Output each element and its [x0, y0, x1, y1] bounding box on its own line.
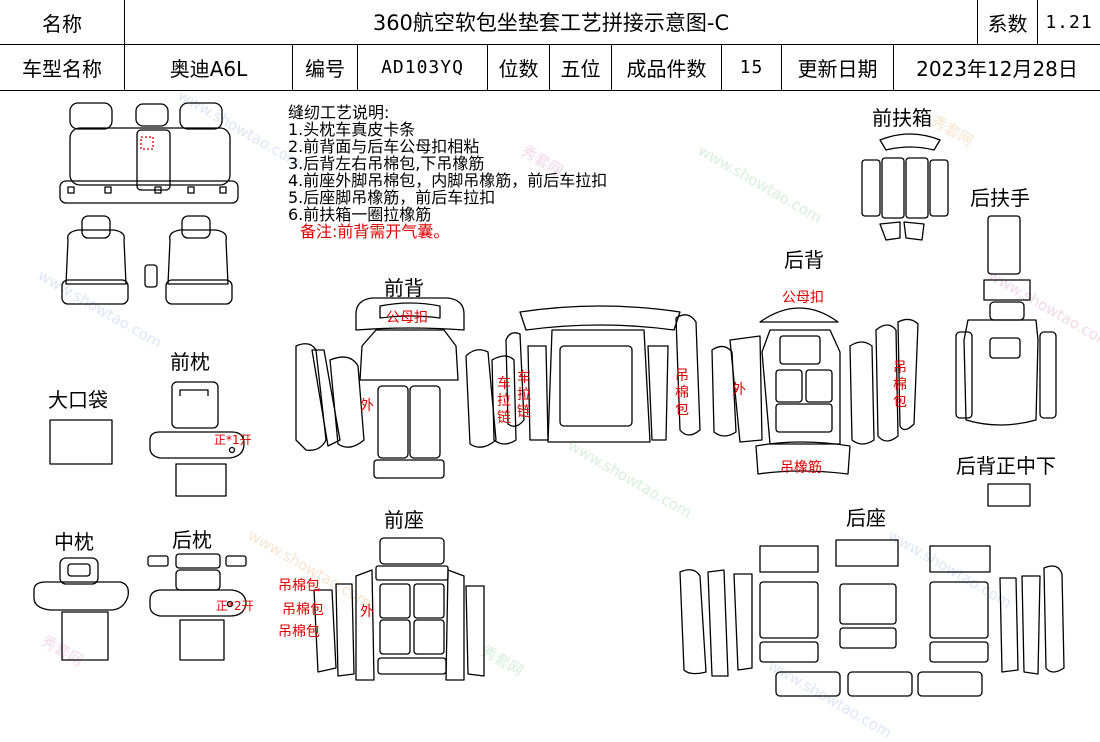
- annotation-front-open-1: 正*1开: [214, 433, 252, 447]
- note-item-3: 3.后背左右吊棉包,下吊橡筋: [288, 154, 485, 173]
- code-label: 编号: [293, 45, 358, 90]
- front-back-pieces: [295, 297, 525, 479]
- annotation-zipper: 链: [517, 404, 531, 420]
- annotation-cotton: 棉: [893, 377, 907, 393]
- note-item-2: 2.前背面与后车公母扣相粘: [288, 137, 480, 156]
- label-rear-back: 后背: [784, 248, 824, 272]
- coef-label: 系数: [978, 0, 1038, 45]
- annotation-zipper: 链: [497, 410, 511, 426]
- front-seats-assembly: [61, 215, 233, 305]
- annotation-sew: 车: [497, 376, 511, 392]
- annotation-hang-cotton-pack: 吊棉包: [278, 578, 320, 594]
- label-rear-seat: 后座: [846, 506, 886, 530]
- rear-back-center-bottom-piece: [987, 483, 1031, 507]
- pattern-canvas: [33, 102, 1065, 697]
- label-front-seat: 前座: [384, 508, 424, 532]
- seats-value: 五位: [550, 45, 612, 90]
- annotation-outer: 外: [732, 382, 746, 398]
- label-front-back: 前背: [384, 276, 424, 300]
- diagram-title: 360航空软包坐垫套工艺拼接示意图-C: [125, 0, 978, 45]
- annotation-pack: 包: [675, 402, 689, 418]
- airbag-remark: 备注:前背需开气囊。: [300, 222, 450, 241]
- model-value: 奥迪A6L: [125, 45, 293, 90]
- annotation-sew: 车: [517, 370, 531, 386]
- rear-pillow-pieces: [147, 553, 247, 661]
- sewing-notes: 缝纫工艺说明: 1.头枕车真皮卡条 2.前背面与后车公母扣相粘 3.后背左右吊棉…: [288, 104, 607, 240]
- label-rear-pillow: 后枕: [172, 528, 212, 552]
- date-label: 更新日期: [782, 45, 894, 90]
- label-rear-armrest: 后扶手: [970, 186, 1030, 210]
- annotation-hang: 吊: [893, 360, 907, 376]
- rear-back-pieces: [675, 307, 919, 475]
- label-front-armrest-box: 前扶箱: [872, 106, 932, 130]
- pieces-value: 15: [722, 45, 782, 90]
- pieces-label: 成品件数: [612, 45, 722, 90]
- annotation-hang-cotton-pack: 吊棉包: [282, 602, 324, 618]
- note-item-1: 1.头枕车真皮卡条: [288, 120, 416, 139]
- note-item-4: 4.前座外脚吊棉包，内脚吊橡筋，前后车拉扣: [288, 171, 608, 190]
- notes-heading: 缝纫工艺说明:: [288, 103, 390, 122]
- label-front-pillow: 前枕: [170, 350, 210, 374]
- code-value: AD103YQ: [358, 45, 488, 90]
- annotation-hang-cotton-vertical-left: 吊 棉 包: [674, 368, 690, 419]
- model-label: 车型名称: [0, 45, 125, 90]
- seats-label: 位数: [488, 45, 550, 90]
- annotation-pull: 拉: [517, 387, 531, 403]
- rear-armrest-pieces: [955, 215, 1057, 426]
- front-pillow-pieces: [149, 381, 245, 497]
- annotation-front-open-2: 正*2开: [216, 599, 254, 613]
- rear-seat-pieces: [679, 539, 1065, 697]
- label-rear-back-center-bottom: 后背正中下: [956, 454, 1056, 478]
- annotation-outer: 外: [360, 398, 374, 414]
- annotation-pack: 包: [893, 394, 907, 410]
- front-seat-pieces: [313, 537, 485, 681]
- note-item-6: 6.前扶箱一圈拉橡筋: [288, 205, 432, 224]
- middle-pillow-pieces: [33, 557, 129, 661]
- annotation-snap-fastener: 公母扣: [782, 290, 824, 306]
- annotation-hang-cotton-vertical-right: 吊 棉 包: [892, 360, 908, 411]
- center-back-pieces: [519, 305, 681, 443]
- label-middle-pillow: 中枕: [54, 530, 94, 554]
- annotation-outer: 外: [360, 604, 374, 620]
- note-item-5: 5.后座脚吊橡筋，前后车拉扣: [288, 188, 496, 207]
- annotation-pull: 拉: [497, 393, 511, 409]
- annotation-cotton: 棉: [675, 385, 689, 401]
- annotation-hang: 吊: [675, 368, 689, 384]
- annotation-sew-pull-zipper-left: 车 拉 链: [496, 376, 512, 427]
- annotation-sew-pull-zipper-right: 车 拉 链: [516, 370, 532, 421]
- header-table: 名称 360航空软包坐垫套工艺拼接示意图-C 系数 1.21 车型名称 奥迪A6…: [0, 0, 1100, 91]
- date-value: 2023年12月28日: [916, 57, 1078, 81]
- rear-bench-assembly: [59, 102, 239, 204]
- front-armrest-box-pieces: [861, 133, 949, 241]
- annotation-hang-cotton-pack: 吊棉包: [278, 624, 320, 640]
- annotation-snap-fastener: 公母扣: [386, 310, 428, 326]
- coef-value: 1.21: [1038, 0, 1100, 45]
- name-label: 名称: [0, 0, 125, 45]
- big-pocket-piece: [49, 419, 113, 465]
- annotation-hang-elastic: 吊橡筋: [780, 460, 822, 476]
- label-big-pocket: 大口袋: [48, 388, 108, 412]
